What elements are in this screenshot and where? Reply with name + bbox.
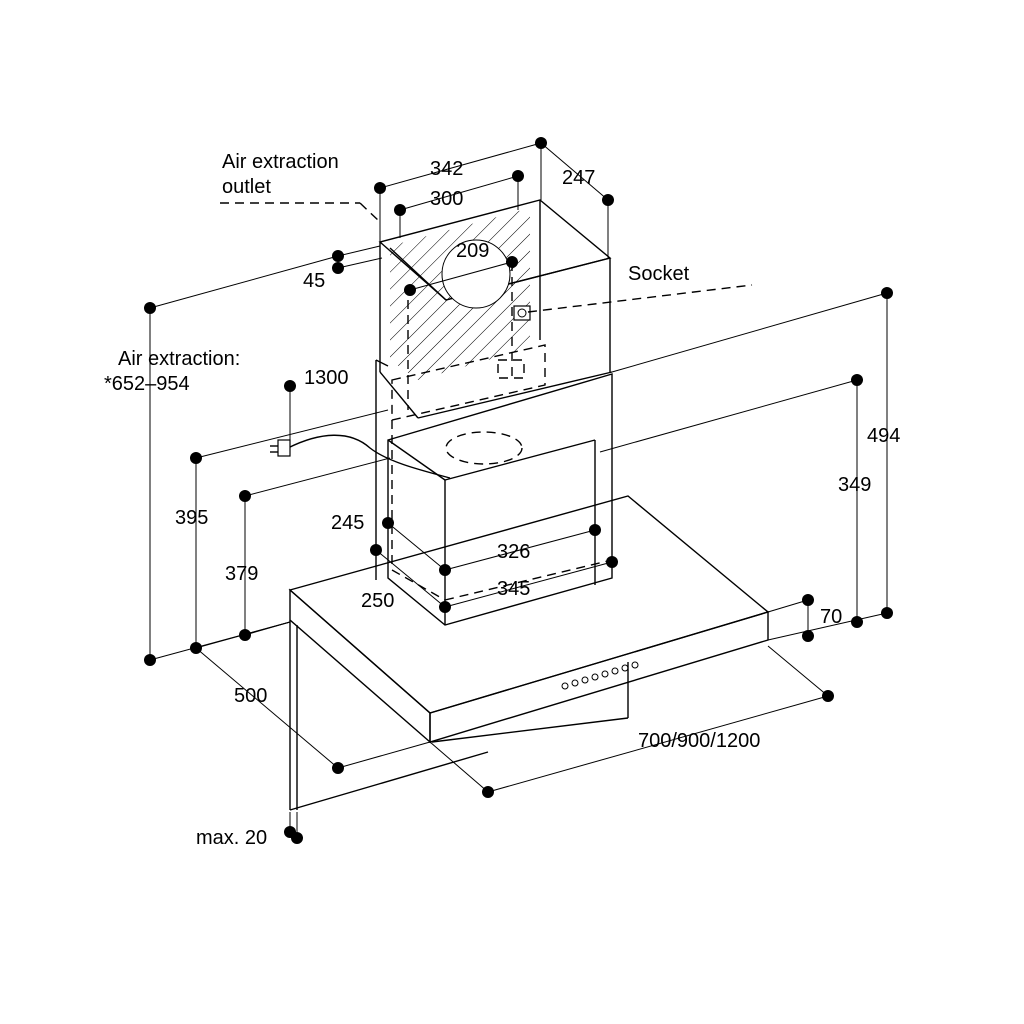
max-20-label: max. 20: [196, 827, 267, 849]
air-extraction-label-line2: *652–954: [104, 373, 190, 395]
dim-326: 326: [497, 541, 530, 563]
dim-70: 70: [820, 606, 842, 628]
air-extraction-label-line1: Air extraction:: [118, 348, 240, 370]
dim-349: 349: [838, 474, 871, 496]
dim-1300: 1300: [304, 367, 349, 389]
dimension-dots: [144, 137, 893, 844]
dim-700-900-1200: 700/900/1200: [638, 730, 760, 752]
lower-chimney: [375, 359, 613, 626]
dim-250: 250: [361, 590, 394, 612]
control-buttons: [561, 661, 639, 690]
dim-395: 395: [175, 507, 208, 529]
dim-300: 300: [430, 188, 463, 210]
dim-345: 345: [497, 578, 530, 600]
upper-chimney: [378, 199, 613, 419]
dim-494: 494: [867, 425, 900, 447]
dim-245: 245: [331, 512, 364, 534]
air-extraction-outlet-label-line2: outlet: [222, 176, 271, 198]
dim-500: 500: [234, 685, 267, 707]
dim-379: 379: [225, 563, 258, 585]
socket-label: Socket: [628, 263, 690, 285]
dim-342: 342: [430, 158, 463, 180]
dim-209: 209: [456, 240, 489, 262]
power-cable: [270, 434, 451, 479]
air-extraction-outlet-label-line1: Air extraction: [222, 151, 339, 173]
dim-247: 247: [562, 167, 595, 189]
dim-45: 45: [303, 270, 325, 292]
